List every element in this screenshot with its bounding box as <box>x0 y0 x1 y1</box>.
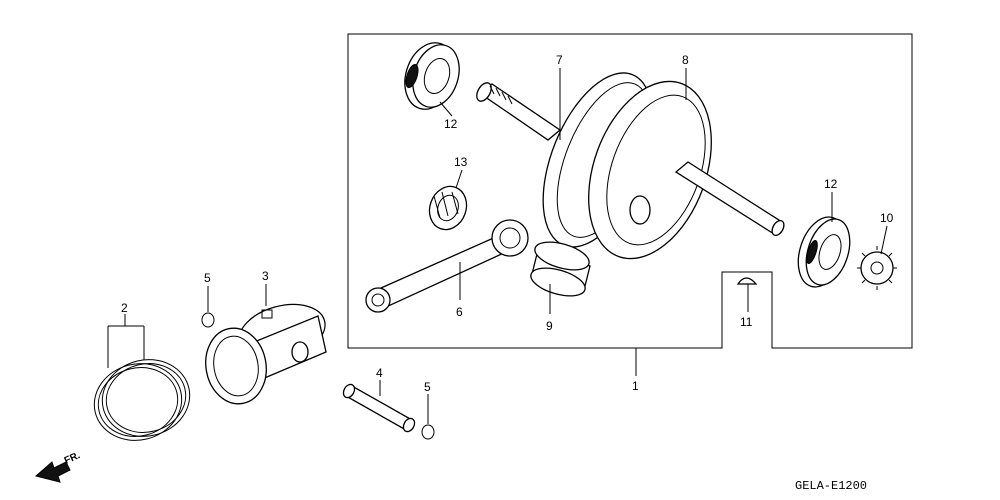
sprocket[interactable] <box>857 246 897 290</box>
callout-5-lower: 5 <box>424 380 431 394</box>
callout-9: 9 <box>546 319 553 333</box>
callout-7: 7 <box>556 53 563 67</box>
drawing-code: GELA-E1200 <box>795 479 867 493</box>
front-arrow-icon <box>34 461 71 483</box>
crankshaft-right-half[interactable] <box>566 64 786 275</box>
callout-3: 3 <box>262 269 269 283</box>
callout-11: 11 <box>740 315 753 329</box>
callout-12-upper: 12 <box>444 117 458 131</box>
assembly-boundary <box>347 33 913 349</box>
piston-pin[interactable] <box>341 382 417 433</box>
connecting-rod[interactable] <box>365 219 529 313</box>
callout-8: 8 <box>682 53 689 67</box>
callout-4: 4 <box>376 366 383 380</box>
callout-1: 1 <box>632 379 639 393</box>
callouts: 1 2 3 4 5 5 6 7 8 9 10 11 12 12 13 <box>121 53 894 394</box>
front-label: FR. <box>63 450 82 467</box>
piston[interactable] <box>200 295 331 408</box>
piston-pin-clip-upper[interactable] <box>201 312 215 328</box>
callout-13: 13 <box>454 155 468 169</box>
leader-lines <box>107 68 888 424</box>
piston-rings[interactable] <box>86 350 198 449</box>
callout-6: 6 <box>456 305 463 319</box>
bearing-left[interactable] <box>397 36 467 116</box>
front-indicator: FR. <box>34 450 82 483</box>
callout-10: 10 <box>880 211 894 225</box>
callout-12-right: 12 <box>824 177 838 191</box>
needle-bearing[interactable] <box>424 181 473 235</box>
callout-2: 2 <box>121 301 128 315</box>
piston-pin-clip-lower[interactable] <box>421 424 435 440</box>
bearing-right[interactable] <box>790 211 858 293</box>
crank-pin[interactable] <box>528 237 592 302</box>
woodruff-key[interactable] <box>736 277 758 285</box>
callout-5-upper: 5 <box>204 271 211 285</box>
